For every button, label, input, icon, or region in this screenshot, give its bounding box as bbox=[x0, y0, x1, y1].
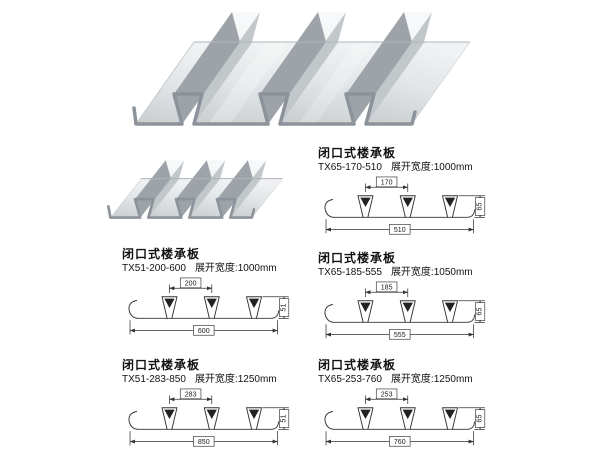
cross-section-drawing: 253 760 65 bbox=[324, 388, 486, 447]
pitch-dimension-label: 283 bbox=[185, 391, 197, 398]
deck-rib bbox=[135, 160, 185, 218]
unfolded-width: 展开宽度:1000mm bbox=[194, 263, 277, 274]
deck-rib bbox=[174, 12, 260, 124]
spec-block-tx65-253-760: 闭口式楼承板 TX65-253-760 展开宽度:1250mm bbox=[318, 358, 502, 450]
height-dimension: 51 bbox=[262, 407, 290, 430]
deck-panel-render-small bbox=[107, 160, 284, 219]
section-subtitle: TX51-283-850 展开宽度:1250mm bbox=[122, 374, 306, 386]
section-title: 闭口式楼承板 bbox=[318, 146, 397, 160]
cross-section-drawing: 283 850 51 bbox=[128, 388, 290, 447]
deck-rib bbox=[260, 12, 346, 124]
highlight-stripe bbox=[208, 42, 288, 124]
rib-symbol bbox=[246, 296, 263, 319]
rib-symbol bbox=[246, 407, 263, 430]
profile-outline bbox=[324, 304, 475, 323]
rib-symbol bbox=[442, 195, 459, 218]
width-dimension-label: 510 bbox=[394, 227, 406, 234]
front-profile-edge bbox=[132, 92, 417, 126]
section-subtitle: TX65-253-760 展开宽度:1250mm bbox=[318, 374, 502, 386]
section-title: 闭口式楼承板 bbox=[318, 251, 397, 265]
pitch-dimension-label: 185 bbox=[381, 284, 393, 291]
rib-symbol bbox=[357, 407, 374, 430]
pitch-dimension: 283 bbox=[169, 388, 213, 404]
pitch-dimension: 200 bbox=[169, 277, 213, 293]
width-dimension-label: 555 bbox=[394, 332, 406, 339]
rib-symbol bbox=[161, 296, 178, 319]
width-dimension: 760 bbox=[325, 431, 474, 447]
section-title: 闭口式楼承板 bbox=[122, 247, 201, 261]
section-subtitle: TX51-200-600 展开宽度:1000mm bbox=[122, 263, 306, 275]
section-subtitle: TX65-185-555 展开宽度:1050mm bbox=[318, 267, 502, 279]
height-dimension-label: 65 bbox=[477, 203, 484, 211]
height-dimension-label: 51 bbox=[281, 415, 288, 423]
rib-symbol bbox=[399, 195, 416, 218]
rib-symbol bbox=[399, 300, 416, 323]
pitch-dimension: 170 bbox=[365, 176, 409, 192]
pitch-dimension: 253 bbox=[365, 388, 409, 404]
profile-outline bbox=[128, 411, 279, 430]
rib-symbol bbox=[161, 407, 178, 430]
pitch-dimension-label: 200 bbox=[185, 280, 197, 287]
width-dimension: 600 bbox=[129, 320, 278, 336]
model-code: TX65-253-760 bbox=[318, 374, 382, 385]
unfolded-width: 展开宽度:1250mm bbox=[194, 374, 277, 385]
deck-spec-section: 闭口式楼承板 TX51-283-850 展开宽度:1250mm bbox=[122, 358, 306, 450]
spec-block-tx65-170-510: 闭口式楼承板 TX65-170-510 展开宽度:1000mm bbox=[318, 146, 502, 243]
cross-section-drawing: 170 510 65 bbox=[324, 176, 486, 235]
height-dimension-label: 65 bbox=[477, 415, 484, 423]
model-code: TX65-170-510 bbox=[318, 162, 382, 173]
deck-rib bbox=[217, 160, 267, 218]
rib-symbol bbox=[203, 407, 220, 430]
section-subtitle: TX65-170-510 展开宽度:1000mm bbox=[318, 162, 502, 174]
deck-rib bbox=[346, 12, 432, 124]
height-dimension: 65 bbox=[458, 300, 486, 323]
rib-symbol bbox=[399, 407, 416, 430]
height-dimension: 65 bbox=[458, 195, 486, 218]
width-dimension-label: 850 bbox=[198, 439, 210, 446]
height-dimension-label: 51 bbox=[281, 304, 288, 312]
deck-panel-render-large bbox=[132, 12, 471, 126]
model-code: TX65-185-555 bbox=[318, 267, 382, 278]
cross-section-drawing: 200 600 51 bbox=[128, 277, 290, 336]
left-edge bbox=[135, 41, 195, 125]
deck-spec-section: 闭口式楼承板 TX65-253-760 展开宽度:1250mm bbox=[318, 358, 502, 450]
deck-spec-section: 闭口式楼承板 TX65-185-555 展开宽度:1050mm bbox=[318, 251, 502, 348]
profile-outline bbox=[324, 411, 475, 430]
profile-outline bbox=[128, 300, 279, 319]
front-profile-edge bbox=[107, 197, 256, 219]
unfolded-width: 展开宽度:1050mm bbox=[390, 267, 473, 278]
section-title: 闭口式楼承板 bbox=[122, 358, 201, 372]
rib-symbol bbox=[203, 296, 220, 319]
highlight-stripe bbox=[298, 42, 374, 124]
unfolded-width: 展开宽度:1000mm bbox=[390, 162, 473, 173]
profile-outline bbox=[324, 199, 475, 218]
width-dimension: 850 bbox=[129, 431, 278, 447]
height-dimension: 65 bbox=[458, 407, 486, 430]
model-code: TX51-283-850 bbox=[122, 374, 186, 385]
width-dimension-label: 600 bbox=[198, 328, 210, 335]
rib-symbol bbox=[442, 407, 459, 430]
spec-block-tx51-283-850: 闭口式楼承板 TX51-283-850 展开宽度:1250mm bbox=[122, 358, 306, 450]
height-dimension: 51 bbox=[262, 296, 290, 319]
pitch-dimension: 185 bbox=[365, 281, 409, 297]
model-code: TX51-200-600 bbox=[122, 263, 186, 274]
rib-symbol bbox=[442, 300, 459, 323]
width-dimension: 555 bbox=[325, 324, 474, 340]
rib-symbol bbox=[357, 195, 374, 218]
height-dimension-label: 65 bbox=[477, 308, 484, 316]
section-title: 闭口式楼承板 bbox=[318, 358, 397, 372]
pitch-dimension-label: 170 bbox=[381, 179, 393, 186]
deck-spec-section: 闭口式楼承板 TX51-200-600 展开宽度:1000mm bbox=[122, 247, 306, 344]
pitch-dimension-label: 253 bbox=[381, 391, 393, 398]
width-dimension: 510 bbox=[325, 219, 474, 235]
width-dimension-label: 760 bbox=[394, 439, 406, 446]
spec-block-tx65-185-555: 闭口式楼承板 TX65-185-555 展开宽度:1050mm bbox=[318, 251, 502, 348]
spec-block-tx51-200-600: 闭口式楼承板 TX51-200-600 展开宽度:1000mm bbox=[122, 247, 306, 344]
cross-section-drawing: 185 555 65 bbox=[324, 281, 486, 340]
rib-symbol bbox=[357, 300, 374, 323]
deck-rib bbox=[176, 160, 226, 218]
unfolded-width: 展开宽度:1250mm bbox=[390, 374, 473, 385]
deck-spec-section: 闭口式楼承板 TX65-170-510 展开宽度:1000mm bbox=[318, 146, 502, 243]
